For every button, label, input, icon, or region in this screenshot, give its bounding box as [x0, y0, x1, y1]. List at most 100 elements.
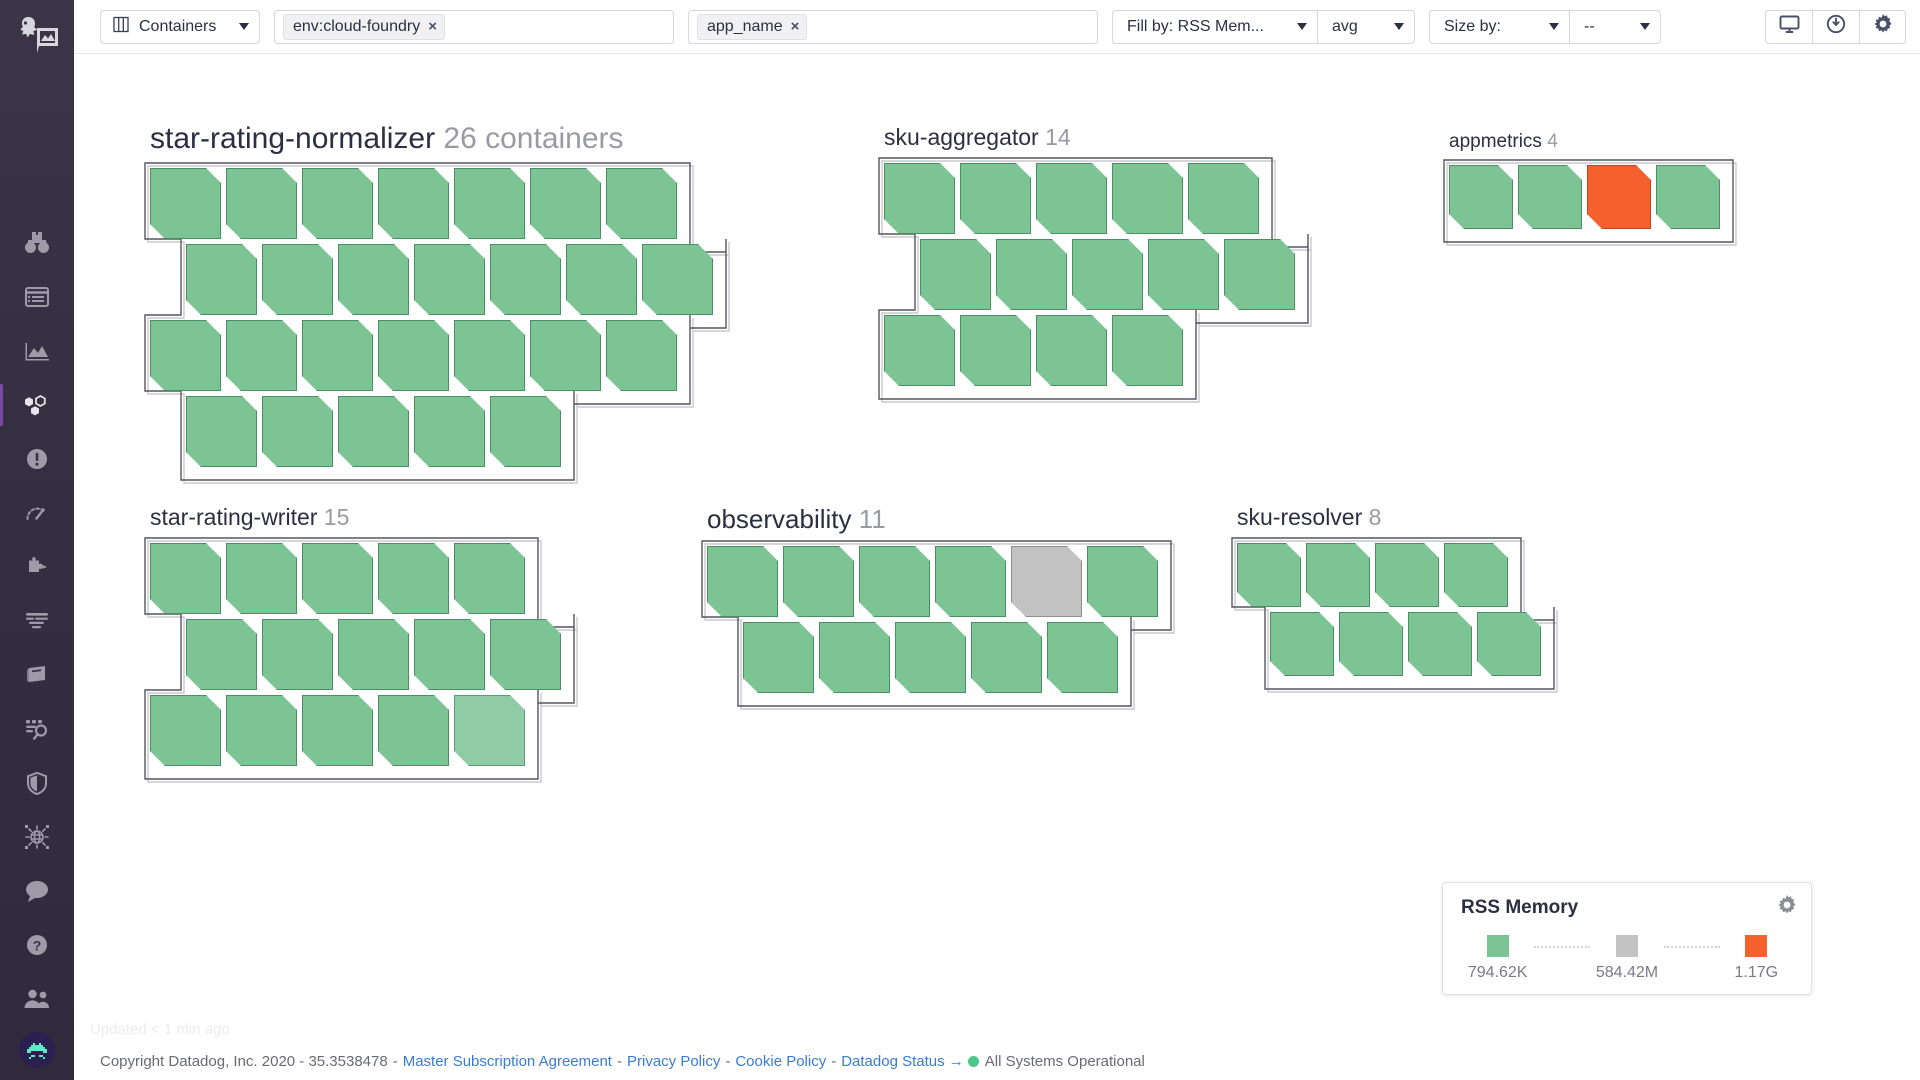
container-tile[interactable]: [454, 695, 525, 766]
container-tile[interactable]: [1148, 239, 1219, 310]
container-tile[interactable]: [150, 320, 221, 391]
container-tile[interactable]: [186, 244, 257, 315]
container-tile[interactable]: [960, 315, 1031, 386]
container-tile[interactable]: [378, 543, 449, 614]
container-tile[interactable]: [530, 320, 601, 391]
container-tile[interactable]: [302, 543, 373, 614]
sidebar-item-watchdog[interactable]: [0, 216, 74, 270]
sidebar-item-apm[interactable]: [0, 486, 74, 540]
container-tile[interactable]: [378, 168, 449, 239]
container-tile[interactable]: [414, 396, 485, 467]
container-tile[interactable]: [566, 244, 637, 315]
sidebar-item-integrations[interactable]: [0, 540, 74, 594]
sidebar-item-dashboards[interactable]: [0, 270, 74, 324]
container-tile[interactable]: [884, 315, 955, 386]
container-tile[interactable]: [1188, 163, 1259, 234]
display-mode-button[interactable]: [1765, 9, 1812, 44]
container-tile[interactable]: [378, 320, 449, 391]
container-tile[interactable]: [226, 168, 297, 239]
container-tile[interactable]: [606, 168, 677, 239]
container-tile[interactable]: [150, 695, 221, 766]
container-tile[interactable]: [884, 163, 955, 234]
sidebar-item-chat[interactable]: [0, 864, 74, 918]
container-tile[interactable]: [490, 396, 561, 467]
container-tile[interactable]: [1036, 163, 1107, 234]
container-tile[interactable]: [414, 244, 485, 315]
container-tile[interactable]: [1449, 165, 1513, 229]
sidebar-item-network[interactable]: [0, 810, 74, 864]
container-tile[interactable]: [338, 396, 409, 467]
fill-by-dropdown[interactable]: Fill by: RSS Mem...: [1112, 9, 1317, 44]
container-tile[interactable]: [1047, 622, 1118, 693]
footer-link-privacy[interactable]: Privacy Policy: [626, 1052, 721, 1070]
size-by-value-dropdown[interactable]: --: [1569, 9, 1661, 44]
container-tile[interactable]: [606, 320, 677, 391]
container-tile[interactable]: [1656, 165, 1720, 229]
container-tile[interactable]: [338, 244, 409, 315]
sidebar-item-log-search[interactable]: [0, 702, 74, 756]
container-tile[interactable]: [262, 396, 333, 467]
container-tile[interactable]: [454, 168, 525, 239]
container-tile[interactable]: [859, 546, 930, 617]
container-tile[interactable]: [895, 622, 966, 693]
container-tile[interactable]: [490, 619, 561, 690]
container-tile[interactable]: [454, 320, 525, 391]
datadog-dog-logo-icon[interactable]: [9, 8, 65, 64]
container-tile[interactable]: [338, 619, 409, 690]
sidebar-item-monitors[interactable]: [0, 432, 74, 486]
container-tile[interactable]: [1408, 612, 1472, 676]
remove-tag-icon[interactable]: ×: [428, 18, 437, 35]
filter-input-env[interactable]: env:cloud-foundry ×: [274, 9, 674, 44]
legend-settings-gear-icon[interactable]: [1777, 895, 1797, 920]
sidebar-item-security[interactable]: [0, 756, 74, 810]
container-tile[interactable]: [1375, 543, 1439, 607]
container-tile[interactable]: [302, 320, 373, 391]
container-tile[interactable]: [1087, 546, 1158, 617]
container-tile[interactable]: [490, 244, 561, 315]
container-tile[interactable]: [1112, 315, 1183, 386]
container-tile[interactable]: [1339, 612, 1403, 676]
container-tile[interactable]: [378, 695, 449, 766]
container-tile[interactable]: [186, 619, 257, 690]
container-tile[interactable]: [1444, 543, 1508, 607]
container-tile[interactable]: [1237, 543, 1301, 607]
container-tile[interactable]: [971, 622, 1042, 693]
sidebar-item-logs[interactable]: [0, 594, 74, 648]
container-tile[interactable]: [960, 163, 1031, 234]
container-tile[interactable]: [530, 168, 601, 239]
footer-link-msa[interactable]: Master Subscription Agreement: [402, 1052, 612, 1070]
container-tile[interactable]: [150, 543, 221, 614]
container-tile[interactable]: [819, 622, 890, 693]
container-tile[interactable]: [302, 168, 373, 239]
sidebar-item-notebooks[interactable]: [0, 648, 74, 702]
sidebar-item-infrastructure[interactable]: [0, 378, 74, 432]
container-tile[interactable]: [150, 168, 221, 239]
container-tile[interactable]: [186, 396, 257, 467]
container-tile[interactable]: [1224, 239, 1295, 310]
container-tile[interactable]: [226, 695, 297, 766]
live-toggle-button[interactable]: [1812, 9, 1859, 44]
size-by-dropdown[interactable]: Size by:: [1429, 9, 1569, 44]
container-tile[interactable]: [783, 546, 854, 617]
sidebar-item-metrics[interactable]: [0, 324, 74, 378]
container-tile[interactable]: [920, 239, 991, 310]
view-selector-containers[interactable]: Containers: [100, 9, 260, 44]
container-tile[interactable]: [707, 546, 778, 617]
container-tile[interactable]: [454, 543, 525, 614]
remove-tag-icon[interactable]: ×: [790, 18, 800, 35]
filter-tag-env[interactable]: env:cloud-foundry ×: [283, 13, 445, 40]
user-avatar[interactable]: [19, 1032, 55, 1068]
container-tile[interactable]: [743, 622, 814, 693]
footer-link-status[interactable]: Datadog Status →: [841, 1052, 964, 1070]
container-tile[interactable]: [1011, 546, 1082, 617]
footer-link-cookie[interactable]: Cookie Policy: [735, 1052, 827, 1070]
container-tile[interactable]: [302, 695, 373, 766]
filter-tag-app-name[interactable]: app_name ×: [697, 13, 808, 40]
container-tile[interactable]: [1306, 543, 1370, 607]
container-tile[interactable]: [262, 244, 333, 315]
container-tile[interactable]: [262, 619, 333, 690]
container-tile[interactable]: [996, 239, 1067, 310]
filter-input-app-name[interactable]: app_name ×: [688, 9, 1098, 44]
container-tile[interactable]: [1270, 612, 1334, 676]
container-tile[interactable]: [642, 244, 713, 315]
